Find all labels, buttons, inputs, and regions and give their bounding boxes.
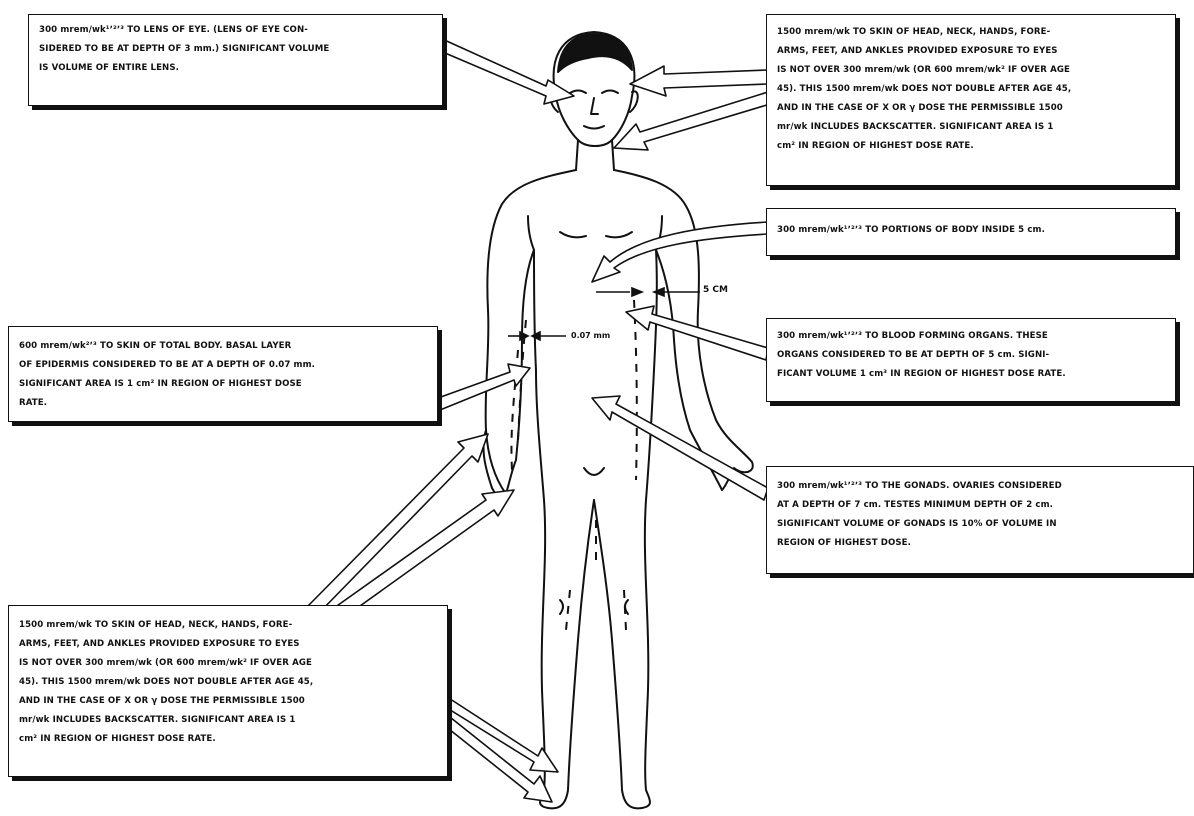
annotation-line: 45). THIS 1500 mrem/wk DOES NOT DOUBLE A… bbox=[777, 80, 1165, 99]
dashed-depth-lines bbox=[511, 300, 636, 630]
neck-right bbox=[612, 140, 614, 170]
neck-left bbox=[576, 140, 578, 170]
annotation-line: AND IN THE CASE OF X OR γ DOSE THE PERMI… bbox=[19, 692, 437, 711]
annotation-skin-total-body: 600 mrem/wk²ʼ³ TO SKIN OF TOTAL BODY. BA… bbox=[8, 326, 438, 422]
mouth bbox=[584, 126, 604, 129]
annotation-line: 45). THIS 1500 mrem/wk DOES NOT DOUBLE A… bbox=[19, 673, 437, 692]
annotation-line: AND IN THE CASE OF X OR γ DOSE THE PERMI… bbox=[777, 99, 1165, 118]
dimension-label-5cm: 5 CM bbox=[703, 285, 728, 295]
annotation-line: mr/wk INCLUDES BACKSCATTER. SIGNIFICANT … bbox=[19, 711, 437, 730]
arrow-body5 bbox=[592, 222, 768, 282]
annotation-line: 300 mrem/wk¹ʼ²ʼ³ TO THE GONADS. OVARIES … bbox=[777, 477, 1183, 496]
nose bbox=[591, 98, 598, 114]
knee-left bbox=[560, 600, 563, 614]
annotation-line: IS NOT OVER 300 mrem/wk (OR 600 mrem/wk²… bbox=[777, 61, 1165, 80]
arrow-skin-total bbox=[438, 364, 530, 410]
annotation-line: REGION OF HIGHEST DOSE. bbox=[777, 534, 1183, 553]
dash-leg-left bbox=[566, 590, 570, 630]
dim-007-head-a bbox=[520, 332, 528, 340]
dim-5cm-head-b bbox=[654, 288, 664, 296]
annotation-line: cm² IN REGION OF HIGHEST DOSE RATE. bbox=[19, 730, 437, 749]
annotation-line: IS NOT OVER 300 mrem/wk (OR 600 mrem/wk²… bbox=[19, 654, 437, 673]
arrow-gonads bbox=[592, 396, 768, 500]
annotation-blood-forming-organs: 300 mrem/wk¹ʼ²ʼ³ TO BLOOD FORMING ORGANS… bbox=[766, 318, 1176, 402]
annotation-line: IS VOLUME OF ENTIRE LENS. bbox=[39, 59, 432, 78]
groin bbox=[584, 468, 604, 475]
annotation-line: mr/wk INCLUDES BACKSCATTER. SIGNIFICANT … bbox=[777, 118, 1165, 137]
annotation-line: ORGANS CONSIDERED TO BE AT DEPTH OF 5 cm… bbox=[777, 346, 1165, 365]
chest-right bbox=[606, 232, 632, 237]
chest-left bbox=[560, 232, 586, 237]
eye-left bbox=[570, 91, 586, 94]
annotation-skin-extremities-top: 1500 mrem/wk TO SKIN OF HEAD, NECK, HAND… bbox=[766, 14, 1176, 186]
arm-inner-left bbox=[528, 216, 534, 250]
annotation-line: 600 mrem/wk²ʼ³ TO SKIN OF TOTAL BODY. BA… bbox=[19, 337, 427, 356]
annotation-line: AT A DEPTH OF 7 cm. TESTES MINIMUM DEPTH… bbox=[777, 496, 1183, 515]
annotation-line: 300 mrem/wk¹ʼ²ʼ³ TO LENS OF EYE. (LENS O… bbox=[39, 21, 432, 40]
annotation-line: RATE. bbox=[19, 394, 427, 413]
annotation-body-inside-5cm: 300 mrem/wk¹ʼ²ʼ³ TO PORTIONS OF BODY INS… bbox=[766, 208, 1176, 256]
eye-right bbox=[602, 91, 618, 94]
annotation-lens-of-eye: 300 mrem/wk¹ʼ²ʼ³ TO LENS OF EYE. (LENS O… bbox=[28, 14, 443, 106]
body-left bbox=[486, 170, 594, 808]
dimension-label-007mm: 0.07 mm bbox=[571, 331, 610, 340]
annotation-line: 1500 mrem/wk TO SKIN OF HEAD, NECK, HAND… bbox=[19, 616, 437, 635]
annotation-line: 300 mrem/wk¹ʼ²ʼ³ TO BLOOD FORMING ORGANS… bbox=[777, 327, 1165, 346]
annotation-line: ARMS, FEET, AND ANKLES PROVIDED EXPOSURE… bbox=[777, 42, 1165, 61]
annotation-line: SIGNIFICANT AREA IS 1 cm² IN REGION OF H… bbox=[19, 375, 427, 394]
annotation-line: OF EPIDERMIS CONSIDERED TO BE AT A DEPTH… bbox=[19, 356, 427, 375]
annotation-gonads: 300 mrem/wk¹ʼ²ʼ³ TO THE GONADS. OVARIES … bbox=[766, 466, 1194, 574]
dash-leg-right bbox=[624, 590, 626, 630]
annotation-line: ARMS, FEET, AND ANKLES PROVIDED EXPOSURE… bbox=[19, 635, 437, 654]
annotation-skin-extremities-bottom: 1500 mrem/wk TO SKIN OF HEAD, NECK, HAND… bbox=[8, 605, 448, 777]
annotation-line: 1500 mrem/wk TO SKIN OF HEAD, NECK, HAND… bbox=[777, 23, 1165, 42]
annotation-line: FICANT VOLUME 1 cm³ IN REGION OF HIGHEST… bbox=[777, 365, 1165, 384]
annotation-line: SIGNIFICANT VOLUME OF GONADS IS 10% OF V… bbox=[777, 515, 1183, 534]
dim-007-head-b bbox=[532, 332, 540, 340]
annotation-line: SIDERED TO BE AT DEPTH OF 3 mm.) SIGNIFI… bbox=[39, 40, 432, 59]
annotation-line: cm² IN REGION OF HIGHEST DOSE RATE. bbox=[777, 137, 1165, 156]
arrow-skin-top-1 bbox=[630, 66, 768, 96]
annotation-line: 300 mrem/wk¹ʼ²ʼ³ TO PORTIONS OF BODY INS… bbox=[777, 221, 1165, 240]
dash-right-torso bbox=[634, 300, 637, 480]
dim-5cm-head-a bbox=[632, 288, 642, 296]
